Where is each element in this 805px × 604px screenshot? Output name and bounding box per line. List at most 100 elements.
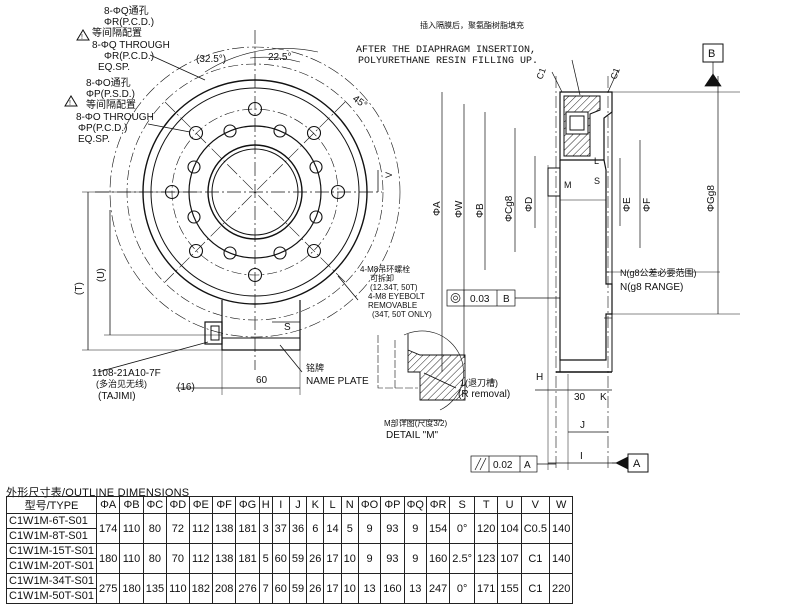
detail-m-labels: 1(退刀槽) (R removal) M部详图(尺度3/2) DETAIL "M…: [384, 377, 510, 441]
value-cell: 275: [95, 573, 121, 604]
value-cell: 174: [95, 513, 121, 544]
value-cell: 181: [235, 543, 260, 574]
resin-note: POLYURETHANE RESIN FILLING UP.: [358, 56, 538, 67]
value-cell: 160: [380, 573, 405, 604]
dim-label: ΦW: [454, 200, 465, 218]
flatness-datum: B: [503, 294, 510, 305]
resin-note: AFTER THE DIAPHRAGM INSERTION,: [356, 45, 536, 56]
column-header: I: [271, 496, 290, 514]
eyebolt-label: 4-M8吊环螺栓: [360, 264, 410, 274]
dim-label: S: [284, 322, 291, 333]
value-cell: 160: [425, 543, 451, 574]
dim-label: ΦF: [642, 198, 653, 212]
dim-label: S: [594, 176, 600, 186]
column-header: H: [258, 496, 273, 514]
column-header: ΦA: [95, 496, 121, 514]
value-cell: 180: [119, 573, 144, 604]
value-cell: 110: [119, 543, 144, 574]
side-view: [547, 76, 613, 470]
chamfer-label: C1: [608, 66, 621, 80]
type-cell: C1W1M-34T-S01: [6, 573, 97, 589]
value-cell: 140: [548, 513, 574, 544]
bolt-holes-inner: [187, 124, 323, 260]
value-cell: 112: [188, 513, 213, 544]
angle-label: (32.5°): [196, 54, 226, 65]
value-cell: 9: [403, 513, 427, 544]
value-cell: 155: [497, 573, 522, 604]
value-cell: 72: [166, 513, 190, 544]
value-cell: 6: [306, 513, 325, 544]
eyebolt-label: 4-M8 EYEBOLT: [368, 292, 425, 301]
value-cell: 17: [323, 573, 342, 604]
datum-a-label: A: [633, 458, 641, 470]
callout-text: EQ.SP.: [98, 62, 130, 73]
datum-b-label: B: [708, 48, 715, 60]
type-cell: C1W1M-6T-S01: [6, 513, 97, 529]
column-header: ΦD: [166, 496, 190, 514]
dim-label: (U): [96, 268, 107, 282]
parallel-datum: A: [524, 460, 531, 471]
value-cell: 60: [271, 573, 290, 604]
warning-icon: [64, 95, 78, 107]
callout-text: 等间隔配置: [92, 26, 142, 39]
value-cell: 9: [403, 543, 427, 574]
value-cell: 59: [288, 543, 308, 574]
angle-label: 45°: [350, 93, 369, 111]
value-cell: 26: [306, 543, 325, 574]
column-header: ΦG: [235, 496, 260, 514]
value-cell: 154: [425, 513, 451, 544]
type-cell: C1W1M-15T-S01: [6, 543, 97, 559]
callout-text: EQ.SP.: [78, 134, 110, 145]
value-cell: 9: [357, 513, 382, 544]
column-header: N: [340, 496, 359, 514]
detail-title: DETAIL "M": [386, 430, 439, 441]
value-cell: 181: [235, 513, 260, 544]
column-header: ΦF: [211, 496, 237, 514]
callout-text: ΦP(P.C.D.): [78, 123, 127, 134]
value-cell: 120: [473, 513, 499, 544]
relief-label: 1(退刀槽): [460, 377, 498, 388]
value-cell: 10: [340, 573, 359, 604]
column-header: ΦB: [119, 496, 144, 514]
column-header: ΦR: [425, 496, 451, 514]
dim-label: M: [564, 180, 572, 190]
value-cell: 26: [306, 573, 325, 604]
value-cell: 60: [271, 543, 290, 574]
value-cell: 0°: [449, 573, 475, 604]
value-cell: 14: [323, 513, 342, 544]
relief-label: (R removal): [458, 389, 510, 400]
value-cell: 276: [235, 573, 260, 604]
column-header: T: [473, 496, 499, 514]
svg-text:!: !: [69, 100, 71, 107]
value-cell: 13: [403, 573, 427, 604]
value-cell: 182: [188, 573, 213, 604]
value-cell: 3: [258, 513, 273, 544]
value-cell: 10: [340, 543, 359, 574]
dim-label: 30: [574, 392, 586, 403]
table-row: C1W1M-50T-S01: [6, 588, 573, 604]
dim-label: (16): [177, 382, 195, 393]
value-cell: 107: [497, 543, 522, 574]
column-header: ΦO: [357, 496, 382, 514]
value-cell: 123: [473, 543, 499, 574]
dim-label: ΦB: [475, 203, 486, 218]
value-cell: 110: [166, 573, 190, 604]
eyebolt-label: 可拆卸: [370, 273, 394, 283]
value-cell: 220: [548, 573, 574, 604]
value-cell: 171: [473, 573, 499, 604]
column-header: V: [520, 496, 550, 514]
column-header: W: [548, 496, 574, 514]
value-cell: 37: [271, 513, 290, 544]
detail-title: M部详图(尺度3/2): [384, 418, 447, 428]
value-cell: 5: [340, 513, 359, 544]
eyebolt-label: (12.34T, 50T): [370, 283, 418, 292]
n-g8-note: N(g8公差必要范围): [620, 267, 697, 278]
nameplate-label: NAME PLATE: [306, 376, 369, 387]
value-cell: 17: [323, 543, 342, 574]
value-cell: C1: [520, 543, 550, 574]
value-cell: 138: [211, 543, 237, 574]
